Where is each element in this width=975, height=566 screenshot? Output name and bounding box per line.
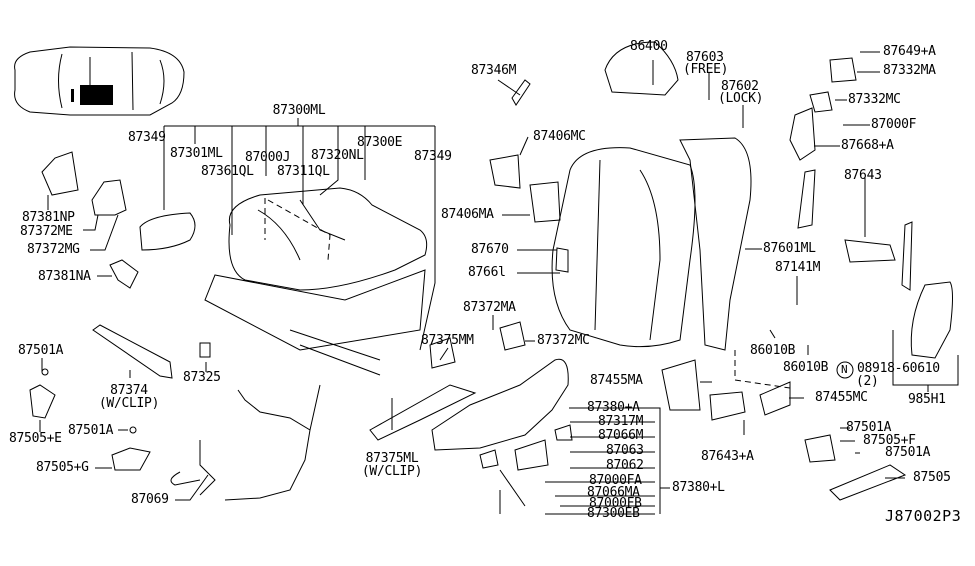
part-87062[interactable]: 87062 <box>606 458 644 473</box>
part-86010B-a[interactable]: 86010B <box>750 343 796 358</box>
part-8766l[interactable]: 8766l <box>468 265 506 280</box>
part-87325[interactable]: 87325 <box>183 370 221 385</box>
part-86400[interactable]: 86400 <box>630 39 668 54</box>
part-87375ML[interactable]: 87375ML <box>365 451 419 466</box>
part-87643A[interactable]: 87643+A <box>701 449 754 464</box>
part-87603-note: (FREE) <box>683 62 729 77</box>
part-87455MA[interactable]: 87455MA <box>590 373 643 388</box>
part-08918-prefix: N <box>841 363 848 376</box>
part-87000F[interactable]: 87000F <box>871 117 917 132</box>
part-87346M[interactable]: 87346M <box>471 63 517 78</box>
part-87361QL[interactable]: 87361QL <box>201 164 254 179</box>
part-87406MA[interactable]: 87406MA <box>441 207 494 222</box>
part-87372MG[interactable]: 87372MG <box>27 242 80 257</box>
part-87332MC[interactable]: 87332MC <box>848 92 901 107</box>
part-86010B-b[interactable]: 86010B <box>783 360 829 375</box>
part-87501A-right-top[interactable]: 87501A <box>846 420 892 435</box>
part-87349-right[interactable]: 87349 <box>414 149 452 164</box>
part-87375ML-note: (W/CLIP) <box>361 464 423 479</box>
cushion-assembly-bracket <box>163 118 436 351</box>
part-87505[interactable]: 87505 <box>913 470 951 485</box>
part-87311QL[interactable]: 87311QL <box>277 164 330 179</box>
part-87332MA[interactable]: 87332MA <box>883 63 936 78</box>
part-87317M[interactable]: 87317M <box>598 414 644 429</box>
part-87670[interactable]: 87670 <box>471 242 509 257</box>
part-87649A[interactable]: 87649+A <box>883 44 936 59</box>
part-87141M[interactable]: 87141M <box>775 260 821 275</box>
part-87668A[interactable]: 87668+A <box>841 138 894 153</box>
part-87301ML[interactable]: 87301ML <box>170 146 223 161</box>
part-87406MC[interactable]: 87406MC <box>533 129 586 144</box>
part-87063[interactable]: 87063 <box>606 443 644 458</box>
part-87349-left[interactable]: 87349 <box>128 130 166 145</box>
part-87372ME[interactable]: 87372ME <box>20 224 73 239</box>
part-87601ML[interactable]: 87601ML <box>763 241 816 256</box>
part-87381NA[interactable]: 87381NA <box>38 269 91 284</box>
part-87505F[interactable]: 87505+F <box>863 433 916 448</box>
part-87381NP[interactable]: 87381NP <box>22 210 75 225</box>
part-87501A-top-left[interactable]: 87501A <box>18 343 64 358</box>
leader-lines <box>39 51 959 515</box>
part-87374[interactable]: 87374 <box>110 383 148 398</box>
part-87643[interactable]: 87643 <box>844 168 882 183</box>
part-87501A-right-bottom[interactable]: 87501A <box>885 445 931 460</box>
side-shield-parts-icon <box>29 151 211 471</box>
seat-side-trim-icon <box>369 358 573 471</box>
part-87069[interactable]: 87069 <box>131 492 169 507</box>
part-985H1[interactable]: 985H1 <box>908 392 946 407</box>
part-87300EB[interactable]: 87300EB <box>587 506 640 521</box>
part-87501A-mid-left[interactable]: 87501A <box>68 423 114 438</box>
misc-parts-icon <box>429 57 907 501</box>
part-87300E[interactable]: 87300E <box>357 135 403 150</box>
part-87505G[interactable]: 87505+G <box>36 460 89 475</box>
seat-back-icon <box>551 41 752 351</box>
part-87375MM[interactable]: 87375MM <box>421 333 474 348</box>
part-87000FA[interactable]: 87000FA <box>589 473 642 488</box>
part-87380A[interactable]: 87380+A <box>587 400 640 415</box>
part-87602-note: (LOCK) <box>718 91 764 106</box>
part-08918-qty: (2) <box>856 374 879 389</box>
seat-cushion-icon <box>204 187 428 376</box>
part-87380L[interactable]: 87380+L <box>672 480 725 495</box>
part-87455MC[interactable]: 87455MC <box>815 390 868 405</box>
locator-car-icon <box>14 46 185 116</box>
wire-harness-icon <box>170 384 321 501</box>
part-87066M[interactable]: 87066M <box>598 428 644 443</box>
part-08918-60610[interactable]: 08918-60610 <box>857 361 940 376</box>
diagram-id: J87002P3 <box>885 507 962 525</box>
part-87372MA[interactable]: 87372MA <box>463 300 516 315</box>
part-87374-note: (W/CLIP) <box>98 396 160 411</box>
side-airbag-icon <box>797 169 953 359</box>
part-87066MA[interactable]: 87066MA <box>587 485 640 500</box>
part-87602[interactable]: 87602 <box>721 79 759 94</box>
part-87000FB[interactable]: 87000FB <box>589 496 642 511</box>
part-87505E[interactable]: 87505+E <box>9 431 62 446</box>
part-87372MC[interactable]: 87372MC <box>537 333 590 348</box>
part-87603[interactable]: 87603 <box>686 50 724 65</box>
part-87320NL[interactable]: 87320NL <box>311 148 364 163</box>
08918-circle-icon <box>836 361 854 379</box>
part-87000J[interactable]: 87000J <box>245 150 291 165</box>
part-87300ML[interactable]: 87300ML <box>272 103 326 118</box>
